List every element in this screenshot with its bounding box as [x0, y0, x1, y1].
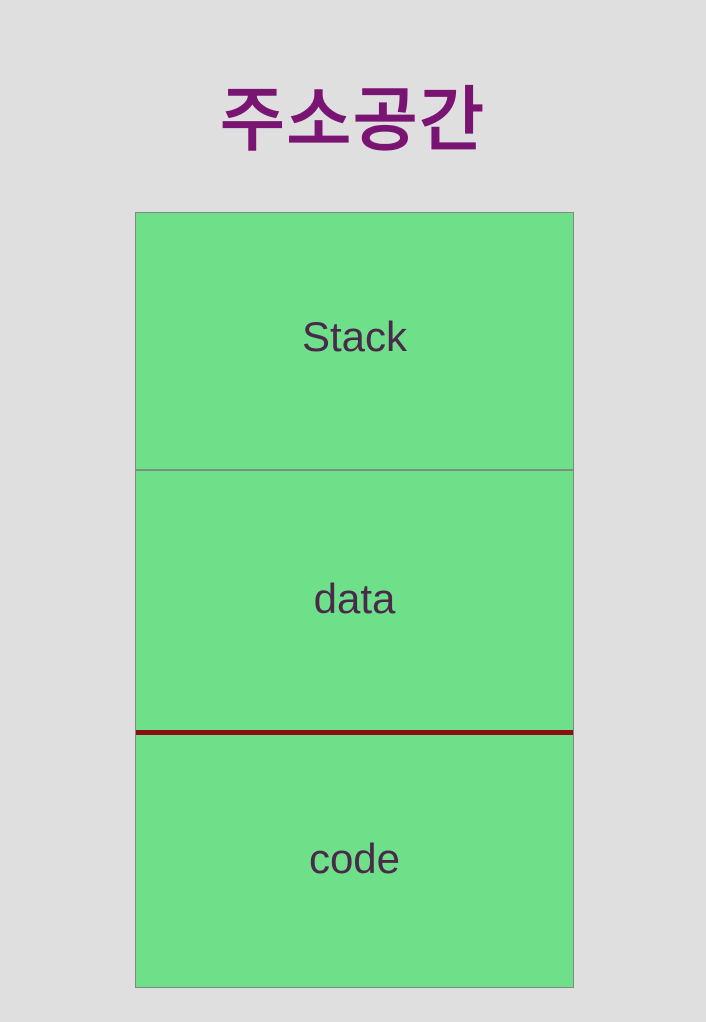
diagram-title: 주소공간 [220, 79, 486, 161]
stack-segment: Stack [136, 213, 573, 471]
code-segment-label: code [308, 835, 401, 882]
data-segment: data [136, 471, 573, 731]
stack-segment-label: Stack [301, 313, 408, 360]
code-boundary-line [136, 730, 573, 735]
address-space-diagram: Stack data code [135, 212, 574, 988]
data-segment-label: data [313, 575, 396, 622]
code-segment: code [136, 735, 573, 987]
